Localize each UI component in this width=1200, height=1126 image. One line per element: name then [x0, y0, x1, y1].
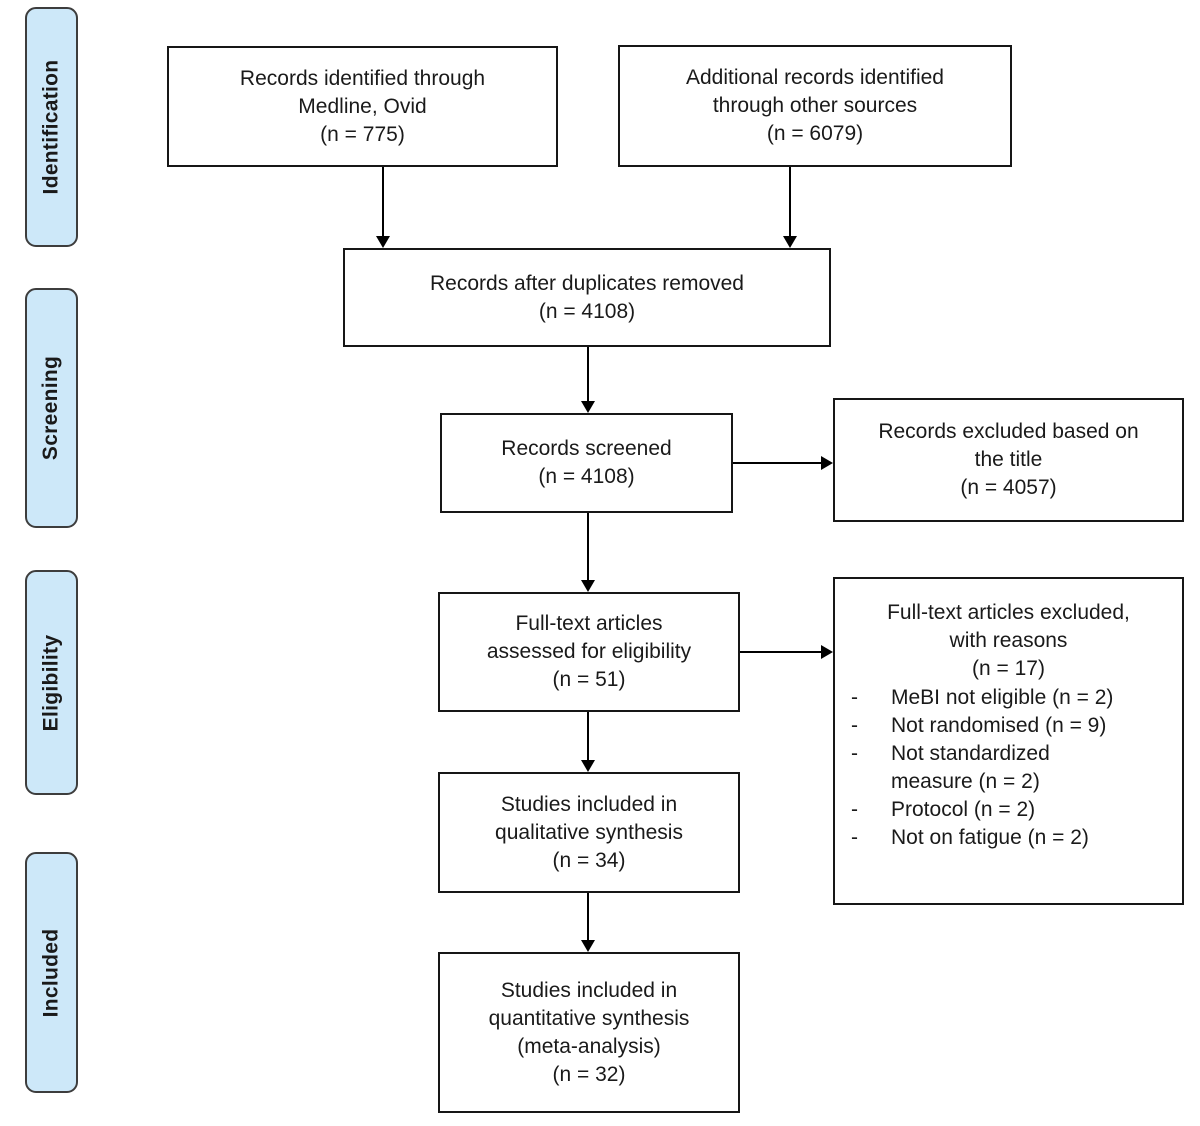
dash-bullet: -	[851, 714, 858, 737]
arrow-additional-to-duplicates	[783, 167, 797, 248]
stage-identification: Identification	[25, 7, 78, 247]
exclusion-reason-text: Not standardized measure (n = 2)	[891, 742, 1050, 793]
box-duplicates-removed: Records after duplicates removed (n = 41…	[343, 248, 831, 347]
stage-screening-label: Screening	[39, 355, 63, 461]
arrow-fulltext-to-qualitative	[581, 712, 595, 772]
stage-eligibility: Eligibility	[25, 570, 78, 795]
box-qualitative-synthesis: Studies included in qualitative synthesi…	[438, 772, 740, 893]
box-quantitative-synthesis-count: (n = 32)	[552, 1062, 626, 1086]
box-quantitative-synthesis: Studies included in quantitative synthes…	[438, 952, 740, 1113]
exclusion-reason: - Protocol (n = 2)	[835, 796, 1182, 824]
box-quantitative-synthesis-line: Studies included in	[500, 978, 678, 1002]
box-records-identified-count: (n = 775)	[320, 122, 405, 146]
box-records-identified-line: Records identified through	[239, 66, 486, 90]
dash-bullet: -	[851, 686, 858, 709]
exclusion-reason-list: - MeBI not eligible (n = 2) - Not random…	[835, 684, 1182, 852]
box-fulltext-excluded-line: with reasons	[949, 629, 1068, 652]
box-fulltext-assessed-line: Full-text articles	[515, 612, 663, 635]
box-records-excluded-title-line: Records excluded based on	[878, 420, 1139, 443]
arrow-duplicates-to-screened	[581, 347, 595, 413]
exclusion-reason-text: MeBI not eligible (n = 2)	[891, 686, 1114, 709]
arrow-screened-to-excluded	[733, 456, 833, 470]
exclusion-reason: - Not on fatigue (n = 2)	[835, 824, 1182, 852]
exclusion-reason-text: Protocol (n = 2)	[891, 798, 1036, 821]
box-quantitative-synthesis-line: (meta-analysis)	[517, 1034, 661, 1058]
box-qualitative-synthesis-count: (n = 34)	[552, 848, 626, 872]
box-fulltext-assessed-line: assessed for eligibility	[486, 640, 692, 663]
box-quantitative-synthesis-line: quantitative synthesis	[488, 1006, 690, 1030]
box-duplicates-removed-line: Records after duplicates removed	[430, 271, 744, 295]
stage-eligibility-label: Eligibility	[39, 634, 63, 731]
box-records-screened-line: Records screened	[501, 437, 672, 460]
box-additional-records-line: Additional records identified	[686, 66, 944, 89]
box-qualitative-synthesis-line: qualitative synthesis	[495, 820, 683, 844]
box-records-screened-count: (n = 4108)	[538, 465, 635, 488]
box-qualitative-synthesis-line: Studies included in	[500, 792, 678, 816]
dash-bullet: -	[851, 742, 858, 765]
box-fulltext-excluded-count: (n = 17)	[972, 657, 1045, 680]
box-fulltext-assessed-count: (n = 51)	[552, 668, 626, 691]
box-records-excluded-title-line: the title	[974, 448, 1043, 471]
arrow-fulltext-to-excluded	[740, 645, 833, 659]
dash-bullet: -	[851, 798, 858, 821]
box-fulltext-assessed: Full-text articles assessed for eligibil…	[438, 592, 740, 712]
box-records-excluded-title-count: (n = 4057)	[960, 476, 1057, 499]
stage-included-label: Included	[39, 928, 63, 1017]
box-fulltext-excluded-line: Full-text articles excluded,	[887, 601, 1130, 624]
stage-identification-label: Identification	[39, 59, 63, 195]
box-records-identified-line: Medline, Ovid	[298, 94, 427, 118]
box-additional-records-count: (n = 6079)	[766, 122, 864, 145]
stage-screening: Screening	[25, 288, 78, 528]
box-duplicates-removed-count: (n = 4108)	[538, 299, 636, 323]
box-additional-records-line: through other sources	[712, 94, 918, 117]
box-records-excluded-title: Records excluded based on the title (n =…	[833, 398, 1184, 522]
arrow-qualitative-to-quantitative	[581, 893, 595, 952]
box-additional-records: Additional records identified through ot…	[618, 45, 1012, 167]
stage-included: Included	[25, 852, 78, 1093]
exclusion-reason-text: Not randomised (n = 9)	[891, 714, 1107, 737]
box-records-screened: Records screened (n = 4108)	[440, 413, 733, 513]
box-fulltext-excluded: Full-text articles excluded, with reason…	[833, 577, 1184, 905]
exclusion-reason: - MeBI not eligible (n = 2)	[835, 684, 1182, 712]
arrow-identified-to-duplicates	[376, 167, 390, 248]
box-records-identified: Records identified through Medline, Ovid…	[167, 46, 558, 167]
exclusion-reason-text: Not on fatigue (n = 2)	[891, 826, 1089, 849]
arrow-screened-to-fulltext	[581, 513, 595, 592]
dash-bullet: -	[851, 826, 858, 849]
exclusion-reason: - Not randomised (n = 9)	[835, 712, 1182, 740]
exclusion-reason: - Not standardized measure (n = 2)	[835, 740, 1182, 796]
